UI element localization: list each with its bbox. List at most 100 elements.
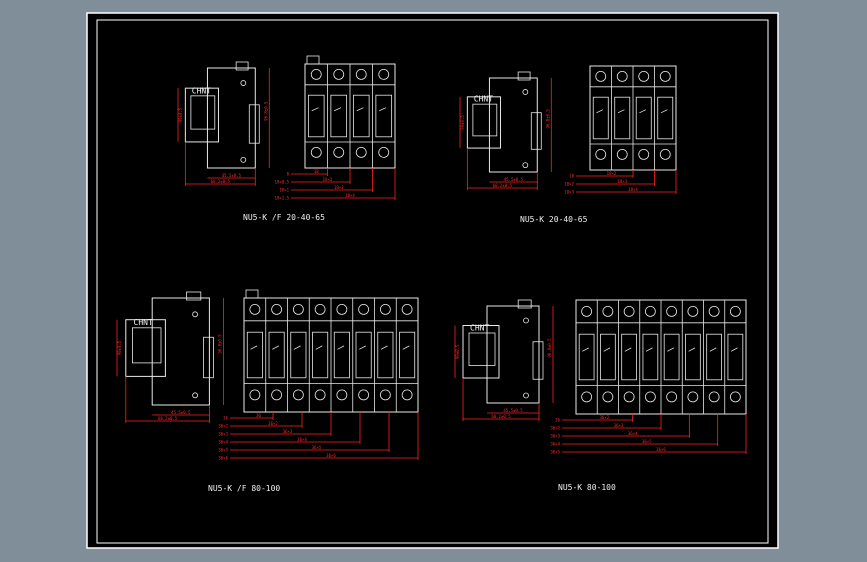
pitch-label: 18×1 — [279, 188, 289, 193]
group-caption: NU5-K 80-100 — [558, 483, 616, 492]
bottom-terminal-icon — [616, 148, 628, 160]
side-dim-label-1: 45.5±0.5 — [504, 177, 524, 182]
module-mark — [272, 345, 279, 350]
bottom-terminal-icon — [729, 391, 741, 403]
group-caption: NU5-K /F 20-40-65 — [243, 213, 325, 222]
group-caption: NU5-K 20-40-65 — [520, 215, 588, 224]
side-window — [131, 327, 162, 364]
module-mark — [617, 109, 625, 114]
side-body-outline — [486, 305, 540, 404]
top-terminal-icon — [333, 69, 345, 80]
module-mark — [596, 109, 604, 114]
top-terminal-icon — [687, 305, 699, 317]
bottom-terminal-icon — [310, 146, 322, 158]
width-dim-label: 18×4 — [628, 187, 638, 192]
side-front-face — [462, 325, 500, 379]
top-terminal-icon — [708, 305, 720, 317]
side-dim-label-2: 68.2±0.5 — [211, 179, 231, 184]
top-terminal-icon — [729, 305, 741, 317]
width-dim-label: 36×5 — [642, 439, 652, 444]
side-vdim-label-2: 96.8±0.5 — [545, 109, 550, 129]
pitch-label: 18 — [569, 174, 574, 179]
side-din-clip — [530, 112, 542, 150]
pitch-label: 36×4 — [218, 440, 228, 445]
pitch-label: 36×5 — [218, 448, 228, 453]
module-window — [657, 96, 674, 140]
bottom-terminal-icon — [638, 148, 650, 160]
module-mark — [730, 347, 738, 352]
brand-label: CHNT — [134, 318, 153, 327]
width-dim-label: 18×4 — [345, 193, 355, 198]
side-screw-2 — [240, 156, 247, 163]
bottom-terminal-icon — [336, 389, 348, 401]
top-terminal-icon — [595, 71, 607, 82]
top-terminal-icon — [602, 305, 614, 317]
module-window — [330, 94, 348, 138]
top-terminal-icon — [666, 305, 678, 317]
remote-signal-connector — [306, 55, 320, 65]
module-window — [290, 331, 307, 379]
width-dim-label: 36×6 — [326, 453, 336, 458]
bottom-terminal-icon — [314, 389, 326, 401]
width-dim-label: 36×5 — [312, 445, 322, 450]
side-front-face — [125, 319, 166, 377]
top-terminal-icon — [659, 71, 671, 82]
module-mark — [688, 347, 696, 352]
side-dim-label-2: 68.2±0.5 — [493, 183, 513, 188]
side-top-latch — [235, 61, 249, 71]
module-window — [377, 331, 394, 379]
bottom-terminal-icon — [333, 146, 345, 158]
module-mark — [624, 347, 632, 352]
module-window — [614, 96, 631, 140]
module-window — [246, 331, 263, 379]
side-vdim-label-1: 90±0.5 — [178, 107, 183, 122]
width-dim-label: 36 — [256, 413, 261, 418]
top-terminal-icon — [616, 71, 628, 82]
side-window — [468, 332, 496, 366]
side-body-outline — [488, 77, 538, 173]
module-mark — [660, 109, 668, 114]
pitch-label: 36×3 — [218, 432, 228, 437]
pitch-label: 36 — [555, 418, 560, 423]
side-screw-1 — [192, 311, 199, 318]
module-mark — [402, 345, 410, 350]
top-terminal-icon — [581, 305, 593, 317]
width-dim-label: 18×3 — [334, 185, 344, 190]
top-terminal-icon — [379, 303, 391, 315]
side-front-face — [466, 96, 501, 149]
top-terminal-icon — [336, 303, 348, 315]
module-window — [685, 333, 701, 381]
bottom-terminal-icon — [602, 391, 614, 403]
width-dim-label: 36×4 — [628, 431, 638, 436]
side-screw-2 — [522, 162, 529, 169]
module-window — [355, 331, 372, 379]
top-terminal-icon — [378, 69, 390, 80]
module-mark — [356, 107, 364, 112]
group-caption: NU5-K /F 80-100 — [208, 484, 280, 493]
bottom-terminal-icon — [401, 389, 413, 401]
pitch-label: 36×2 — [218, 424, 228, 429]
side-vdim-label-2: 96.8±0.5 — [217, 334, 222, 354]
side-vdim-label-1: 90±0.5 — [460, 115, 465, 130]
top-terminal-icon — [310, 69, 322, 80]
module-mark — [334, 107, 342, 112]
bottom-terminal-icon — [292, 389, 304, 401]
module-mark — [645, 347, 653, 352]
side-window — [472, 103, 498, 137]
top-terminal-icon — [358, 303, 370, 315]
top-terminal-icon — [249, 303, 261, 315]
module-window — [268, 331, 285, 379]
module-window — [635, 96, 652, 140]
side-window — [190, 95, 216, 130]
top-terminal-icon — [401, 303, 413, 315]
side-screw-1 — [522, 89, 529, 95]
bottom-terminal-icon — [659, 148, 671, 160]
pitch-label: 36×5 — [550, 450, 560, 455]
